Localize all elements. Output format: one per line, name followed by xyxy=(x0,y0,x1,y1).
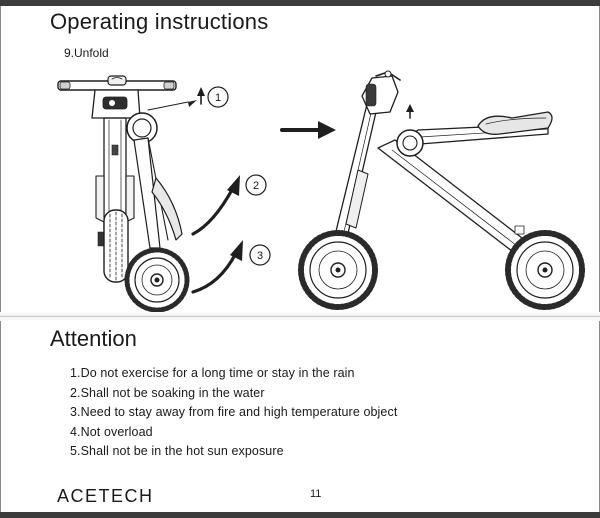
attention-rule: 3.Need to stay away from fire and high t… xyxy=(70,405,398,420)
attention-rule: 1.Do not exercise for a long time or sta… xyxy=(70,366,355,380)
left-border xyxy=(0,6,1,512)
section-divider xyxy=(0,312,600,321)
step-label: 9.Unfold xyxy=(64,46,109,60)
attention-rule: 5.Shall not be in the hot sun exposure xyxy=(70,444,284,459)
page-title: Operating instructions xyxy=(50,9,269,34)
callout-3-label: 3 xyxy=(257,250,263,262)
attention-rules-list: 1.Do not exercise for a long time or sta… xyxy=(70,364,397,462)
callout-2-label: 2 xyxy=(253,180,259,192)
brand-name: ACETECH xyxy=(57,486,154,506)
page-number: 11 xyxy=(310,488,322,500)
attention-heading: Attention xyxy=(50,326,137,351)
attention-rule: 2.Shall not be soaking in the water xyxy=(70,385,265,400)
bottom-border xyxy=(0,512,600,518)
callout-1-circle xyxy=(207,86,229,108)
unfolded-scooter-drawing xyxy=(298,70,585,310)
folded-scooter-drawing xyxy=(57,75,190,312)
unfold-illustration: 1 2 3 xyxy=(57,70,585,312)
callout-3-circle xyxy=(249,244,271,266)
top-border xyxy=(0,0,600,6)
attention-rule: 4.Not overload xyxy=(70,424,153,439)
callout-1-label: 1 xyxy=(215,92,221,104)
callout-2-circle xyxy=(245,174,267,196)
